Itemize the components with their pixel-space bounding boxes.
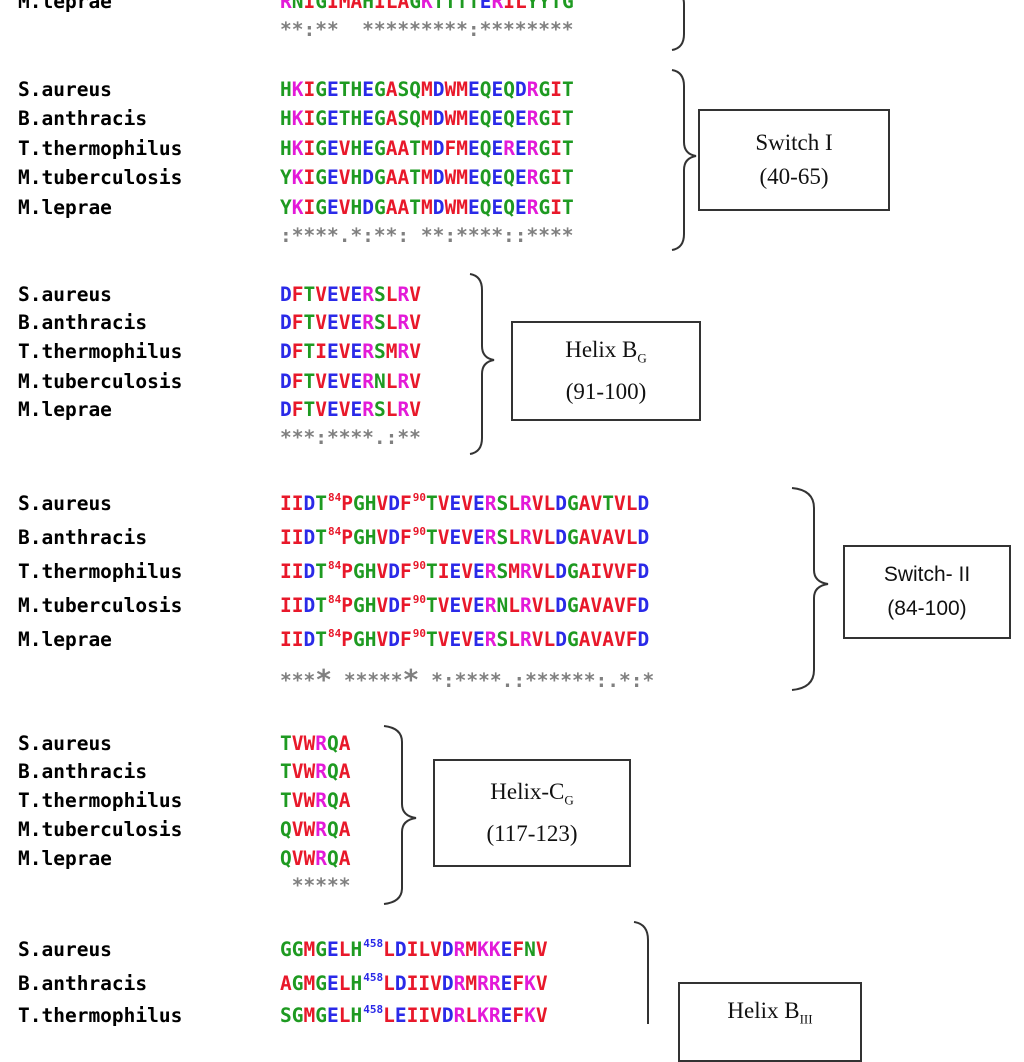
sequence-row: HKIGETHEGASQMDWMEQEQDRGIT (280, 78, 574, 101)
sequence-row: HKIGETHEGASQMDWMEQEQERGIT (280, 107, 574, 130)
sequence-row: DFTIEVERSMRV (280, 340, 421, 363)
species-name: M.tuberculosis (18, 818, 183, 841)
region-label-helix-cg: Helix-CG (117-123) (433, 759, 631, 867)
species-name: M.leprae (18, 196, 112, 219)
sequence-row: YKIGEVHDGAATMDWMEQEQERGIT (280, 196, 574, 219)
conservation-row: **:** *********:******** (280, 18, 574, 41)
region-name: Helix-CG (490, 778, 574, 808)
species-name: B.anthracis (18, 526, 148, 549)
sequence-row: DFTVEVERSLRV (280, 398, 421, 421)
species-name: T.thermophilus (18, 340, 183, 363)
species-name: T.thermophilus (18, 560, 183, 583)
sequence-row: IIDT84PGHVDF90TVEVERSLRVLDGAVAVLD (280, 525, 650, 549)
sequence-row: TVWRQA (280, 760, 351, 783)
sequence-row: TVWRQA (280, 789, 351, 812)
region-range: (91-100) (565, 379, 647, 405)
sequence-row: IIDT84PGHVDF90TVEVERNLRVLDGAVAVFD (280, 593, 650, 617)
species-name: B.anthracis (18, 760, 148, 783)
region-name: Helix BIII (727, 998, 813, 1027)
region-range: (84-100) (887, 597, 967, 620)
sequence-row: YKIGEVHDGAATMDWMEQEQERGIT (280, 166, 574, 189)
species-name: M.tuberculosis (18, 370, 183, 393)
sequence-row: IIDT84PGHVDF90TVEVERSLRVLDGAVAVFD (280, 627, 650, 651)
sequence-row: TVWRQA (280, 732, 351, 755)
region-label-helix-bg: Helix BG (91-100) (511, 321, 701, 421)
bracket-icon (469, 273, 495, 455)
species-name: S.aureus (18, 78, 112, 101)
species-name: M.tuberculosis (18, 166, 183, 189)
species-name: S.aureus (18, 283, 112, 306)
species-name: M.tuberculosis (18, 594, 183, 617)
sequence-row: QVWRQA (280, 847, 351, 870)
species-name: T.thermophilus (18, 1004, 183, 1027)
species-name: S.aureus (18, 492, 112, 515)
sequence-row: QVWRQA (280, 818, 351, 841)
conservation-row: ***:****.:** (280, 426, 421, 449)
region-label-switch-1: Switch I (40-65) (698, 109, 890, 211)
sequence-row: IIDT84PGHVDF90TIEVERSMRVLDGAIVVFD (280, 559, 650, 583)
species-name: S.aureus (18, 938, 112, 961)
species-name: B.anthracis (18, 972, 148, 995)
sequence-row: DFTVEVERSLRV (280, 283, 421, 306)
sequence-row: AGMGELH458LDIIVDRMRREFKV (280, 971, 548, 995)
bracket-icon (671, 0, 685, 51)
species-name: S.aureus (18, 732, 112, 755)
species-name: M.leprae (18, 398, 112, 421)
sequence-row: IIDT84PGHVDF90TVEVERSLRVLDGAVTVLD (280, 491, 650, 515)
conservation-row: :****.*:**: **:****::**** (280, 224, 574, 247)
sequence-row: SGMGELH458LEIIVDRLKREFKV (280, 1003, 548, 1027)
bracket-icon (633, 921, 649, 1024)
species-name: T.thermophilus (18, 137, 183, 160)
bracket-icon (671, 69, 697, 251)
region-name: Switch I (755, 130, 833, 155)
bracket-icon (791, 487, 829, 691)
species-name: B.anthracis (18, 311, 148, 334)
species-name: M.leprae (18, 0, 112, 13)
region-name: Helix BG (565, 336, 647, 366)
region-label-helix-b3: Helix BIII (678, 982, 862, 1062)
species-name: M.leprae (18, 628, 112, 651)
conservation-row: **** ****** *:****.:******:.*:* (280, 663, 655, 696)
species-name: T.thermophilus (18, 789, 183, 812)
region-range: (117-123) (486, 821, 578, 847)
sequence-row: GGMGELH458LDILVDRMKKEFNV (280, 937, 548, 961)
species-name: M.leprae (18, 847, 112, 870)
sequence-row: DFTVEVERNLRV (280, 370, 421, 393)
conservation-row: ***** (280, 874, 351, 897)
sequence-row: DFTVEVERSLRV (280, 311, 421, 334)
species-name: B.anthracis (18, 107, 148, 130)
region-label-switch-2: Switch- II (84-100) (843, 545, 1011, 639)
bracket-icon (383, 725, 417, 905)
sequence-row: HKIGEVHEGAATMDFMEQERERGIT (280, 137, 574, 160)
region-name: Switch- II (883, 563, 971, 586)
sequence-row: RNIGIMAHILAGKTTTTERILYYTG (280, 0, 574, 13)
region-range: (40-65) (759, 164, 829, 189)
